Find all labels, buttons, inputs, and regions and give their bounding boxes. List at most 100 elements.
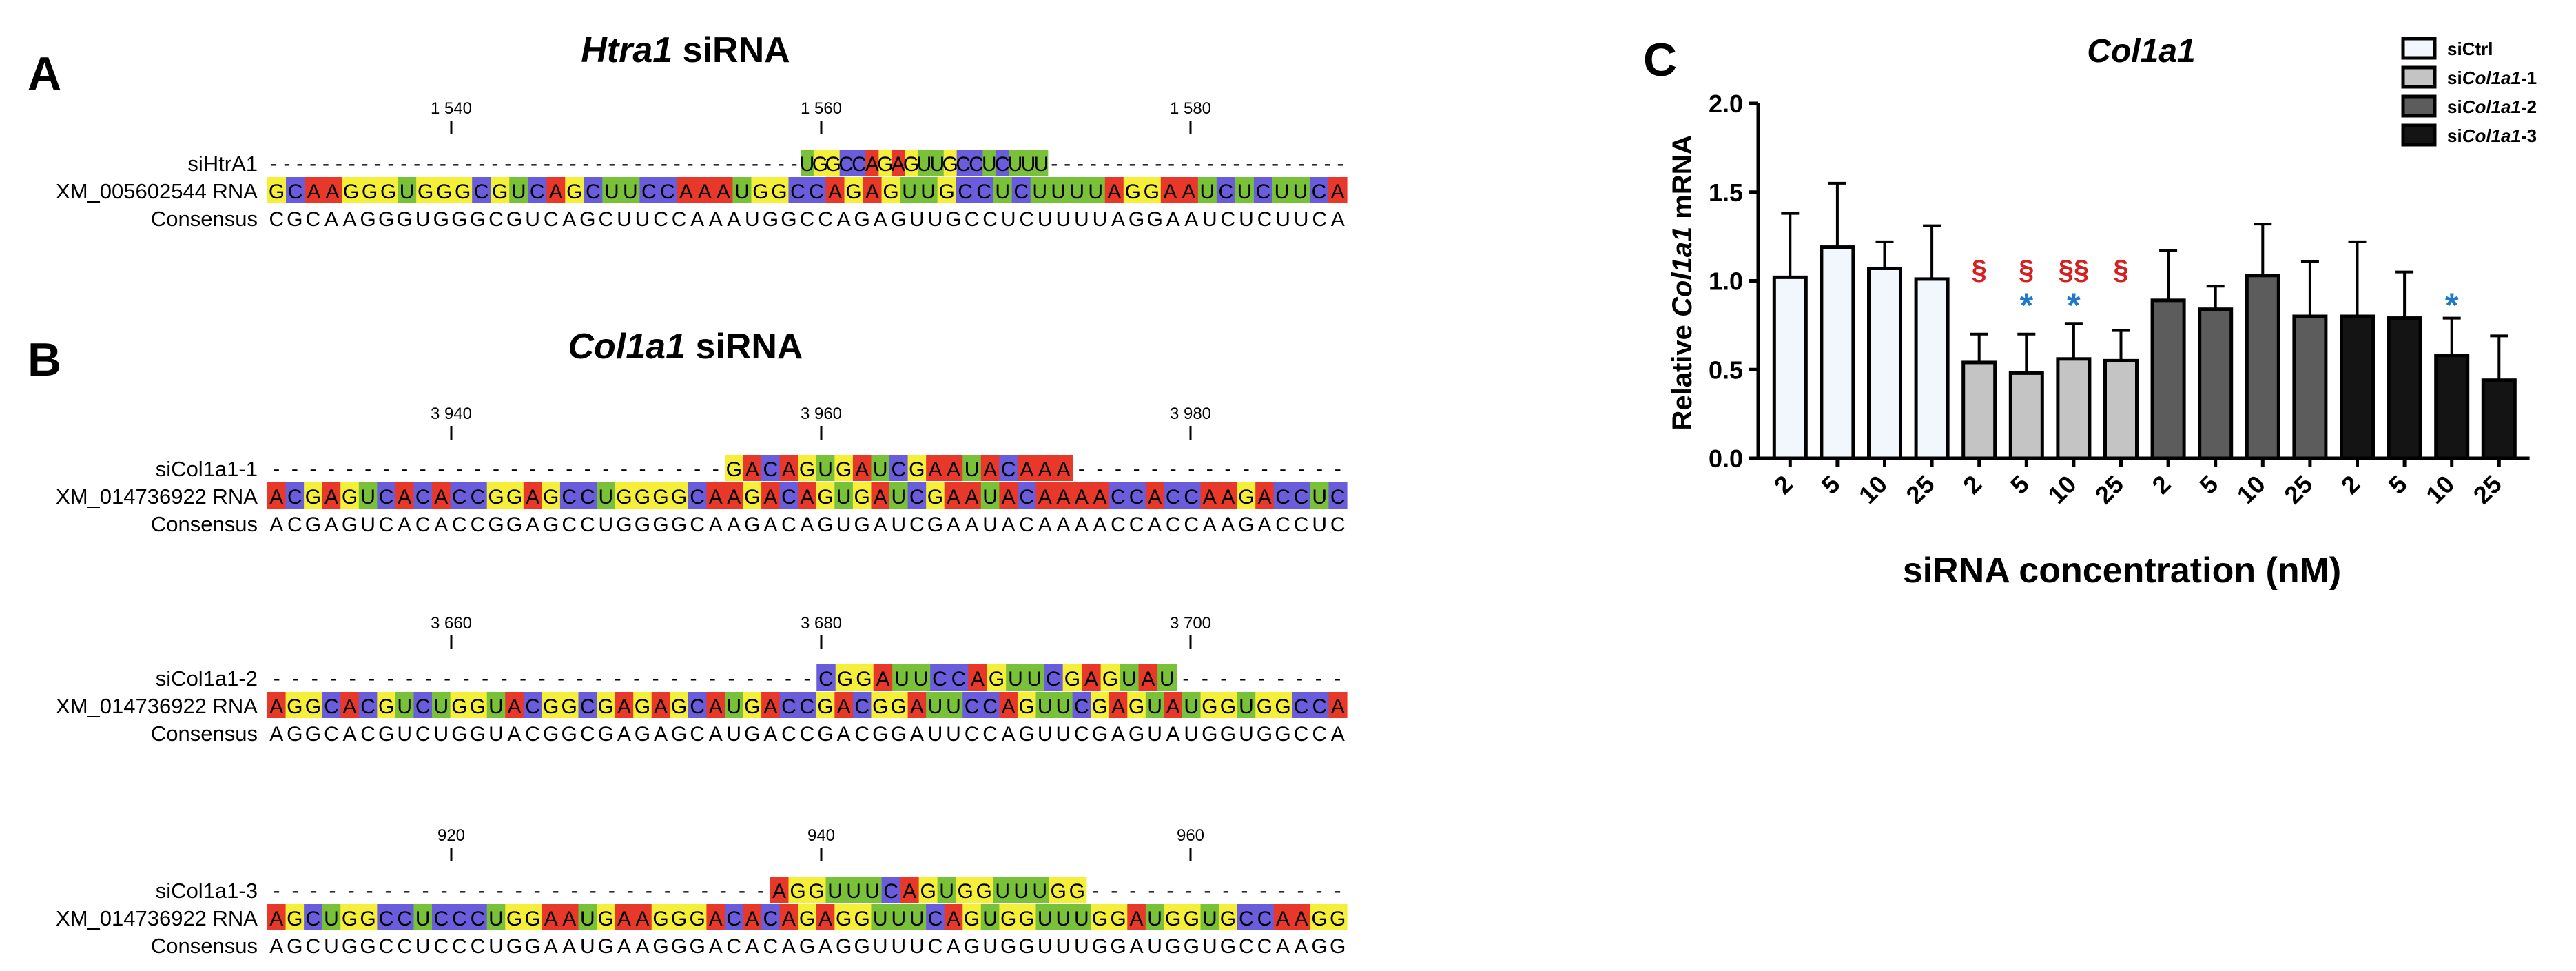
nucleotide-letter: C bbox=[287, 486, 302, 509]
nucleotide-letter: C bbox=[781, 695, 796, 718]
alignment-gap: - bbox=[291, 458, 298, 480]
nucleotide-letter: A bbox=[269, 486, 283, 509]
nucleotide-cell bbox=[943, 150, 958, 176]
nucleotide-letter: C bbox=[763, 908, 779, 930]
nucleotide-letter: C bbox=[1019, 486, 1034, 509]
alignment-gap: - bbox=[1224, 458, 1231, 480]
x-tick-label: 10 bbox=[2232, 470, 2271, 509]
position-label: 3 960 bbox=[801, 405, 842, 423]
y-axis-title-suffix: mRNA bbox=[1667, 134, 1698, 226]
panel-b-title-suffix: siRNA bbox=[686, 327, 803, 367]
nucleotide-cell bbox=[1182, 904, 1202, 930]
nucleotide-letter: C bbox=[1330, 486, 1346, 509]
nucleotide-letter: U bbox=[1294, 208, 1309, 231]
alignment-gap: - bbox=[1239, 667, 1246, 690]
nucleotide-letter: G bbox=[616, 513, 632, 536]
alignment-gap: - bbox=[309, 458, 316, 480]
alignment-gap: - bbox=[283, 152, 290, 175]
nucleotide-letter: C bbox=[690, 695, 705, 718]
nucleotide-cell bbox=[1310, 904, 1330, 930]
alignment-gap: - bbox=[1297, 879, 1304, 902]
nucleotide-letter: A bbox=[269, 935, 283, 958]
nucleotide-letter: A bbox=[434, 486, 448, 509]
nucleotide-letter: G bbox=[877, 153, 893, 176]
nucleotide-cell bbox=[377, 904, 396, 930]
panel-a-title-gene: Htra1 bbox=[581, 30, 672, 70]
nucleotide-letter: A bbox=[1166, 208, 1180, 231]
alignment-gap: - bbox=[621, 458, 628, 480]
nucleotide-letter: C bbox=[580, 486, 595, 509]
nucleotide-letter: A bbox=[971, 668, 985, 691]
nucleotide-cell bbox=[395, 904, 415, 930]
nucleotide-letter: A bbox=[1084, 668, 1098, 691]
nucleotide-cell bbox=[788, 877, 808, 903]
alignment-gap: - bbox=[368, 667, 375, 690]
alignment-gap: - bbox=[309, 152, 316, 175]
alignment-gap: - bbox=[426, 152, 433, 175]
nucleotide-letter: U bbox=[433, 695, 449, 718]
nucleotide-cell bbox=[1034, 150, 1049, 176]
alignment-gap: - bbox=[460, 879, 466, 902]
alignment-gap: - bbox=[453, 152, 460, 175]
alignment-gap: - bbox=[292, 879, 299, 902]
nucleotide-letter: A bbox=[1330, 181, 1344, 203]
nucleotide-cell bbox=[1157, 664, 1177, 691]
alignment-gap: - bbox=[296, 152, 303, 175]
nucleotide-letter: C bbox=[891, 458, 906, 481]
nucleotide-cell bbox=[432, 692, 451, 718]
panel-c: C Col1a1 Relative Col1a1 mRNA siRNA conc… bbox=[1643, 33, 2537, 591]
alignment-gap: - bbox=[804, 667, 811, 690]
nucleotide-cell bbox=[1086, 177, 1106, 203]
nucleotide-cell bbox=[937, 177, 957, 203]
nucleotide-letter: G bbox=[799, 935, 815, 958]
nucleotide-cell bbox=[999, 692, 1018, 718]
nucleotide-letter: U bbox=[488, 935, 504, 958]
nucleotide-cell bbox=[974, 177, 994, 203]
alignment-gap: - bbox=[539, 667, 546, 690]
nucleotide-letter: C bbox=[379, 935, 394, 958]
nucleotide-letter: G bbox=[652, 513, 668, 536]
nucleotide-cell bbox=[999, 904, 1018, 930]
nucleotide-letter: U bbox=[1202, 208, 1217, 231]
x-tick-label: 2 bbox=[1769, 470, 1798, 500]
alignment-gap: - bbox=[627, 879, 634, 902]
nucleotide-letter: A bbox=[1257, 513, 1271, 536]
nucleotide-letter: C bbox=[1256, 181, 1271, 203]
nucleotide-letter: U bbox=[1001, 208, 1016, 231]
nucleotide-cell bbox=[987, 664, 1007, 691]
legend-label-suffix: -3 bbox=[2521, 125, 2537, 146]
nucleotide-letter: U bbox=[914, 668, 929, 691]
sequence-row-label: XM_014736922 RNA bbox=[56, 906, 258, 930]
nucleotide-letter: C bbox=[982, 208, 998, 231]
nucleotide-letter: U bbox=[726, 723, 741, 746]
nucleotide-cell bbox=[714, 177, 734, 203]
nucleotide-cell bbox=[304, 692, 323, 718]
nucleotide-letter: G bbox=[1102, 668, 1118, 691]
nucleotide-cell bbox=[825, 877, 845, 903]
nucleotide-letter: G bbox=[543, 486, 559, 509]
alignment-gap: - bbox=[274, 667, 280, 690]
nucleotide-letter: G bbox=[1202, 723, 1217, 746]
alignment-gap: - bbox=[330, 667, 337, 690]
nucleotide-cell bbox=[798, 455, 817, 481]
alignment-gap: - bbox=[1259, 879, 1266, 902]
nucleotide-letter: U bbox=[1013, 880, 1029, 903]
legend-swatch bbox=[2401, 94, 2437, 118]
nucleotide-letter: A bbox=[717, 181, 730, 203]
nucleotide-letter: A bbox=[837, 695, 851, 718]
sequence-row-label: Consensus bbox=[151, 207, 258, 231]
alignment-gap: - bbox=[1111, 879, 1117, 902]
alignment-gap: - bbox=[1051, 152, 1058, 175]
nucleotide-letter: C bbox=[909, 486, 925, 509]
alignment-gap: - bbox=[273, 458, 280, 480]
legend-label-prefix: si bbox=[2447, 125, 2462, 146]
nucleotide-letter: G bbox=[1220, 723, 1236, 746]
alignment-gap: - bbox=[701, 879, 708, 902]
nucleotide-letter: G bbox=[506, 513, 522, 536]
nucleotide-letter: C bbox=[852, 153, 867, 176]
nucleotide-letter: G bbox=[927, 513, 943, 536]
nucleotide-letter: G bbox=[561, 695, 577, 718]
nucleotide-letter: C bbox=[818, 668, 834, 691]
